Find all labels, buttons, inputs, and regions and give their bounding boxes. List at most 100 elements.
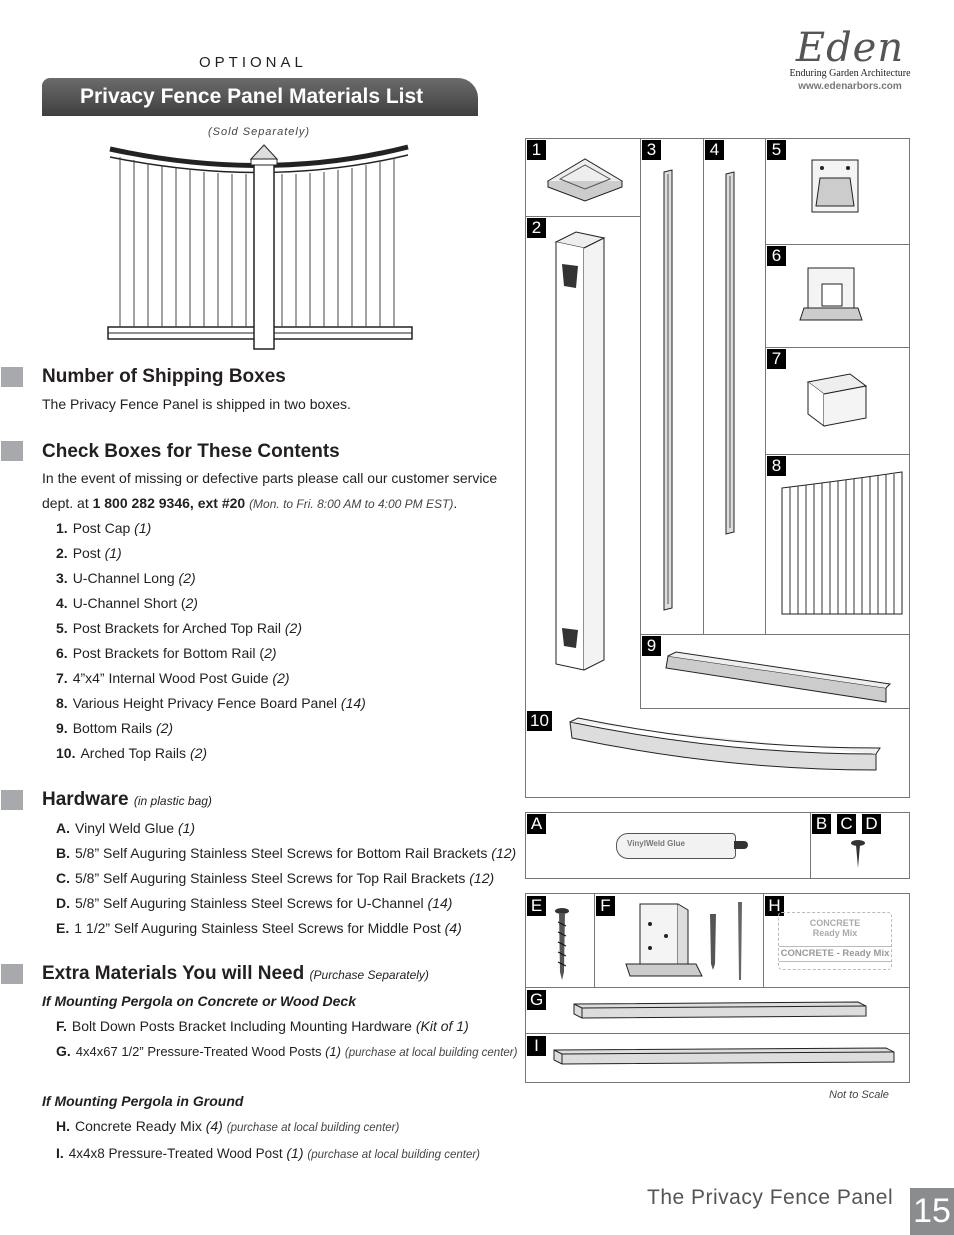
- list-item: G.4x4x67 1/2” Pressure-Treated Wood Post…: [56, 1043, 518, 1059]
- post-cap-drawing: [546, 158, 624, 202]
- part-label: 6: [767, 246, 786, 266]
- cell-bracket-bottom: [765, 244, 910, 348]
- divider: [765, 454, 910, 455]
- footer-title: The Privacy Fence Panel: [647, 1186, 894, 1209]
- list-item: B.5/8” Self Auguring Stainless Steel Scr…: [56, 845, 517, 861]
- list-item: 5.Post Brackets for Arched Top Rail (2): [56, 620, 302, 636]
- contents-list: 1.Post Cap (1) 2.Post (1) 3.U-Channel Lo…: [56, 516, 366, 766]
- part-label: 5: [767, 140, 786, 160]
- contents-intro-line1: In the event of missing or defective par…: [42, 470, 498, 486]
- bracket-top-drawing: [811, 159, 859, 213]
- ground-list: H.Concrete Ready Mix (4) (purchase at lo…: [56, 1114, 480, 1168]
- list-item: 4.U-Channel Short (2): [56, 595, 198, 611]
- u-channel-long-drawing: [663, 169, 673, 611]
- fence-panel-illustration: [107, 144, 413, 350]
- list-item: 6.Post Brackets for Bottom Rail (2): [56, 645, 277, 661]
- part-label: H: [765, 896, 784, 916]
- concrete-bag-drawing: CONCRETE Ready Mix CONCRETE - Ready Mix: [778, 912, 892, 970]
- cell-f: [594, 893, 764, 988]
- divider: [525, 1033, 910, 1034]
- bottom-rail-drawing: [665, 651, 892, 703]
- part-label: A: [527, 814, 546, 834]
- sold-separately-note: (Sold Separately): [208, 126, 310, 138]
- optional-label: OPTIONAL: [199, 54, 307, 71]
- glue-label: VinylWeld Glue: [627, 839, 685, 848]
- long-screw-icon: [555, 908, 569, 980]
- part-label: B: [812, 814, 831, 834]
- cell-u-channel-short: [703, 138, 766, 635]
- hardware-heading: Hardware (in plastic bag): [42, 789, 212, 810]
- hardware-subheading: (in plastic bag): [133, 794, 212, 808]
- contents-intro-line2: dept. at 1 800 282 9346, ext #20 (Mon. t…: [42, 495, 458, 511]
- wood-post-guide-drawing: [806, 373, 868, 427]
- shipping-text: The Privacy Fence Panel is shipped in tw…: [42, 396, 351, 412]
- list-item: E.1 1/2” Self Auguring Stainless Steel S…: [56, 920, 462, 936]
- part-label: 1: [527, 140, 546, 160]
- list-item: 9.Bottom Rails (2): [56, 720, 174, 736]
- concrete-bag-label: CONCRETE - Ready Mix: [779, 946, 891, 962]
- cell-post: [525, 216, 641, 709]
- list-item: 10.Arched Top Rails (2): [56, 745, 208, 761]
- contents-intro: In the event of missing or defective par…: [42, 466, 497, 517]
- part-label: 3: [642, 140, 661, 160]
- u-channel-short-drawing: [725, 171, 735, 535]
- concrete-list: F.Bolt Down Posts Bracket Including Moun…: [56, 1014, 517, 1066]
- part-label: 7: [767, 349, 786, 369]
- screw-icon: [851, 840, 865, 868]
- list-item: H.Concrete Ready Mix (4) (purchase at lo…: [56, 1118, 400, 1134]
- parts-grid: [525, 138, 910, 798]
- cell-post-cap: [525, 138, 641, 217]
- title-banner: Privacy Fence Panel Materials List: [42, 78, 478, 116]
- concrete-subheading: If Mounting Pergola on Concrete or Wood …: [42, 993, 356, 1009]
- cell-bottom-rail: [640, 634, 910, 709]
- part-label: E: [527, 896, 546, 916]
- list-item: 1.Post Cap (1): [56, 520, 152, 536]
- extra-heading: Extra Materials You will Need (Purchase …: [42, 963, 429, 984]
- logo-tagline: Enduring Garden Architecture: [789, 68, 911, 79]
- list-item: F.Bolt Down Posts Bracket Including Moun…: [56, 1018, 469, 1034]
- section-marker: [1, 367, 23, 387]
- eden-logo: Eden Enduring Garden Architecture www.ed…: [780, 28, 920, 92]
- list-item: 3.U-Channel Long (2): [56, 570, 196, 586]
- bracket-bottom-drawing: [799, 267, 863, 321]
- wood-post-g-drawing: [573, 1001, 867, 1019]
- ground-subheading: If Mounting Pergola in Ground: [42, 1093, 244, 1109]
- part-label: D: [862, 814, 881, 834]
- shipping-heading: Number of Shipping Boxes: [42, 366, 286, 387]
- divider: [810, 812, 811, 879]
- section-marker: [1, 441, 23, 461]
- logo-wordmark: Eden: [795, 25, 905, 71]
- list-item: 2.Post (1): [56, 545, 122, 561]
- list-item: A.Vinyl Weld Glue (1): [56, 820, 196, 836]
- logo-url: www.edenarbors.com: [798, 81, 902, 92]
- part-label: F: [596, 896, 615, 916]
- cell-u-channel-long: [640, 138, 704, 635]
- concrete-bag-label: CONCRETE: [809, 918, 861, 928]
- cell-h: [763, 893, 910, 988]
- contents-heading: Check Boxes for These Contents: [42, 441, 340, 462]
- part-label: 9: [642, 636, 661, 656]
- support-hours: (Mon. to Fri. 8:00 AM to 4:00 PM EST): [249, 497, 454, 511]
- list-item: D.5/8” Self Auguring Stainless Steel Scr…: [56, 895, 453, 911]
- cell-e: [525, 893, 595, 988]
- list-item: C.5/8” Self Auguring Stainless Steel Scr…: [56, 870, 495, 886]
- part-label: 2: [527, 218, 546, 238]
- list-item: I.4x4x8 Pressure-Treated Wood Post (1) (…: [56, 1145, 481, 1161]
- list-item: 7.4”x4” Internal Wood Post Guide (2): [56, 670, 290, 686]
- section-marker: [1, 790, 23, 810]
- support-phone: 1 800 282 9346, ext #20: [92, 495, 246, 511]
- part-label: 4: [705, 140, 724, 160]
- list-item: 8.Various Height Privacy Fence Board Pan…: [56, 695, 366, 711]
- wood-post-i-drawing: [553, 1047, 895, 1065]
- page-title: Privacy Fence Panel Materials List: [80, 85, 424, 108]
- part-label: C: [837, 814, 856, 834]
- section-marker: [1, 964, 23, 984]
- part-label: I: [527, 1036, 546, 1056]
- hardware-list: A.Vinyl Weld Glue (1) B.5/8” Self Auguri…: [56, 816, 516, 941]
- part-label: 8: [767, 456, 786, 476]
- vinyl-weld-glue-drawing: VinylWeld Glue: [616, 833, 736, 859]
- extra-subheading: (Purchase Separately): [309, 968, 429, 982]
- not-to-scale-note: Not to Scale: [829, 1089, 889, 1101]
- concrete-bag-label: Ready Mix: [812, 928, 858, 938]
- page-number: 15: [910, 1188, 954, 1235]
